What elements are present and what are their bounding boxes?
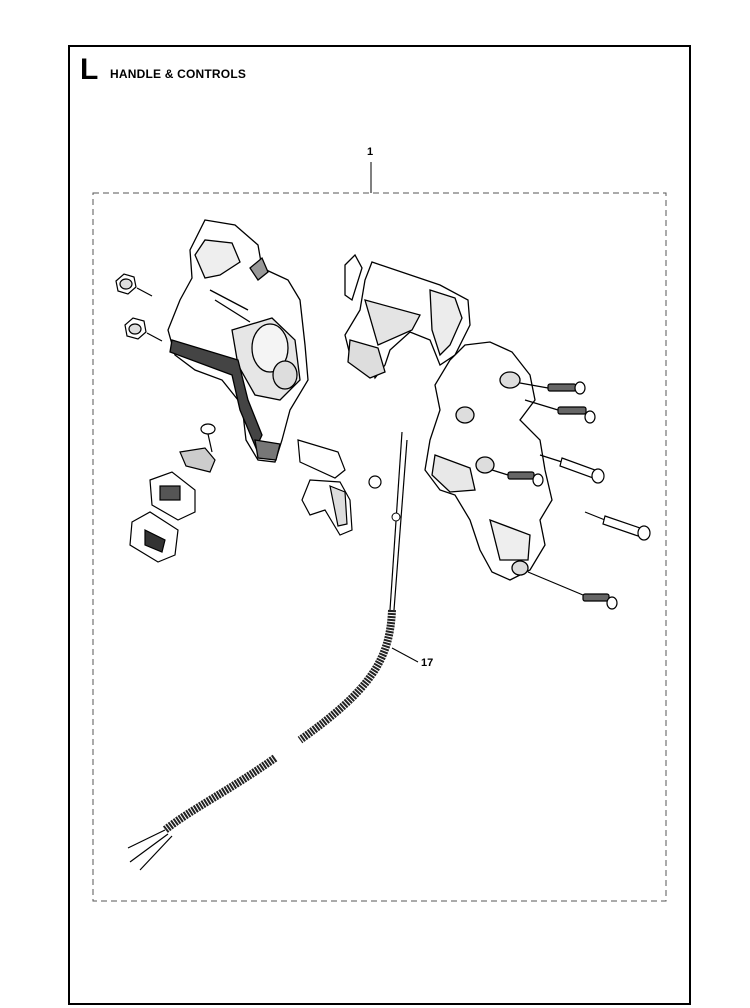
cable-sheath-lower (162, 754, 278, 834)
callout-cable: 17 (421, 657, 434, 669)
pin-1 (539, 454, 605, 484)
throttle-cover (344, 253, 471, 380)
section-title: HANDLE & CONTROLS (110, 67, 247, 81)
switch-screw (200, 423, 216, 453)
section-letter: L (80, 53, 99, 86)
screw-3 (491, 469, 544, 487)
callout-assembly: 1 (367, 146, 374, 158)
leader-cable (391, 647, 419, 663)
switch-contact (179, 447, 216, 473)
screw-1 (519, 381, 586, 395)
screw-2 (524, 399, 596, 424)
cable-end-wire-3 (139, 835, 173, 871)
throttle-trigger (297, 439, 382, 536)
cable-sheath-upper (297, 609, 396, 744)
page-frame (68, 45, 691, 1005)
cable-wire-b (393, 439, 408, 611)
cable-end-wire-2 (129, 833, 169, 863)
nut-upper (115, 273, 153, 297)
handle-right-half (424, 341, 553, 581)
pin-2 (584, 511, 651, 541)
screw-4 (527, 571, 618, 610)
cable-assembly (127, 431, 419, 871)
handle-left-half (167, 219, 309, 463)
cable-end-wire-1 (127, 829, 166, 849)
switch-body (149, 471, 196, 521)
nut-lower (124, 317, 163, 342)
switch-button (129, 511, 179, 563)
